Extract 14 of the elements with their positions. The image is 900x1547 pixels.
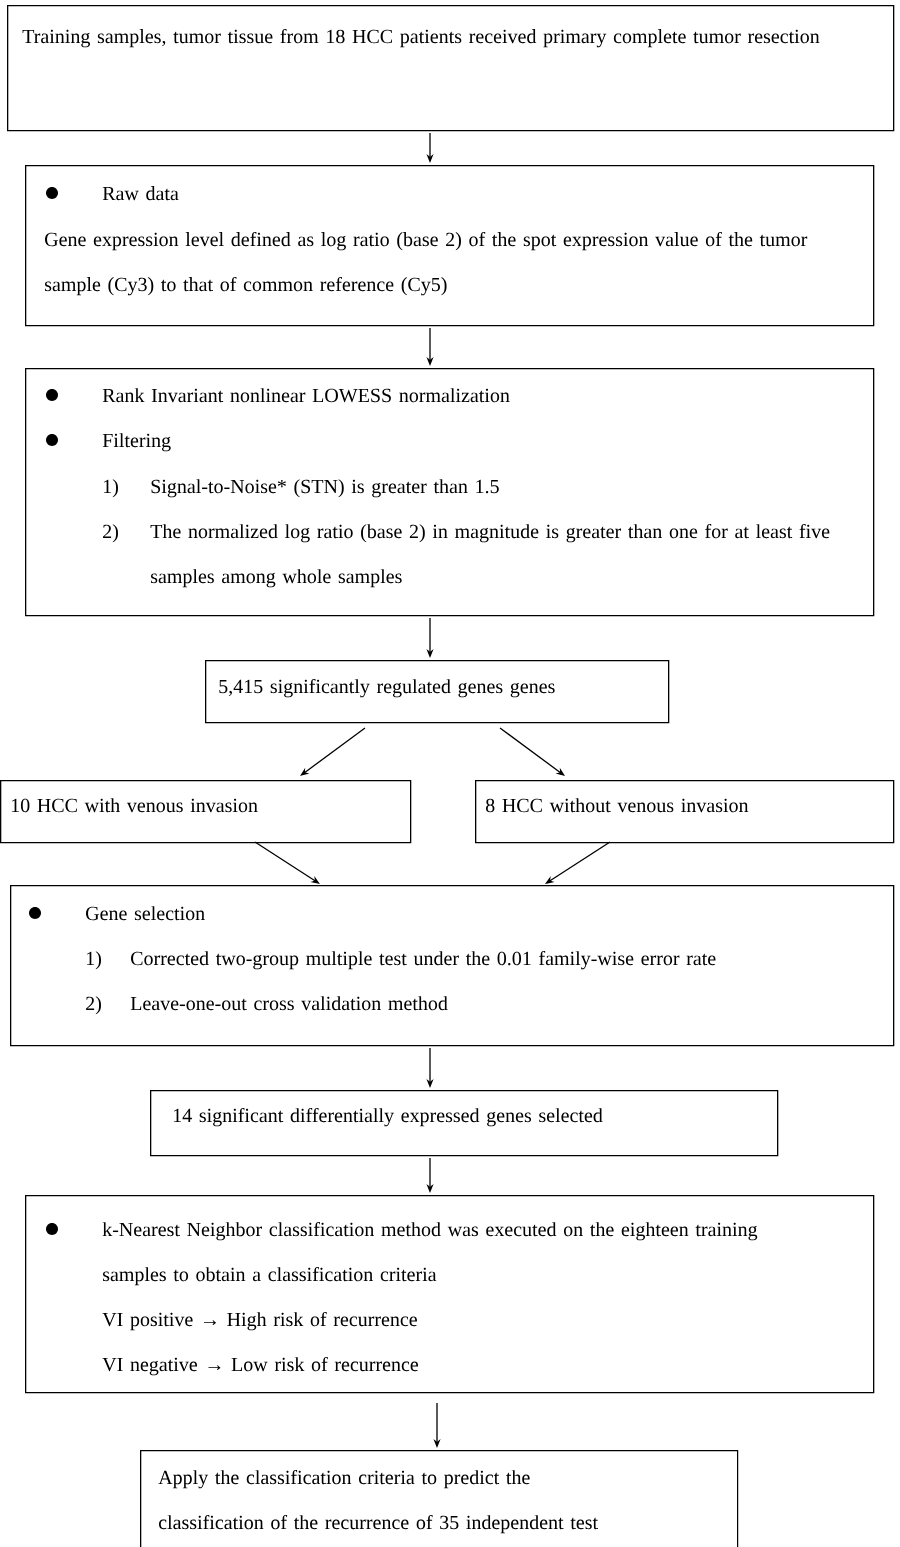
process-box: Rank Invariant nonlinear LOWESS normalization Filtering 1) Signal-to-Noise* (STN) is greater than 1.5 2) The normalized log ratio (base 2) in magnitude is greater than one for at least five samples among whole samples [25,368,875,617]
process-box: 8 HCC without venous invasion [475,780,895,844]
process-box: Gene selection 1) Corrected two-group multiple test under the 0.01 family-wise error rate 2) Leave-one-out cross validation method [10,885,895,1047]
process-box: Apply the classification criteria to predict the classification of the recurrence of 35 independent test [140,1450,739,1547]
process-box: Training samples, tumor tissue from 18 HCC patients received primary complete tumor resection [7,5,895,132]
arrow [499,727,565,776]
arrow [545,841,611,884]
process-box: k-Nearest Neighbor classification method was executed on the eighteen training samples to obtain a classification criteria VI positive → High risk of recurrence VI negative → Low risk of recurrence [25,1195,875,1394]
process-box: Raw data Gene expression level defined as log ratio (base 2) of the spot expression value of the tumor sample (Cy3) to that of common reference (Cy5) [25,165,875,327]
arrow [300,727,366,776]
process-box: 10 HCC with venous invasion [0,780,412,844]
arrow [254,841,320,884]
process-box: 5,415 significantly regulated genes genes [205,660,670,724]
process-box: 14 significant differentially expressed genes selected [150,1090,779,1157]
